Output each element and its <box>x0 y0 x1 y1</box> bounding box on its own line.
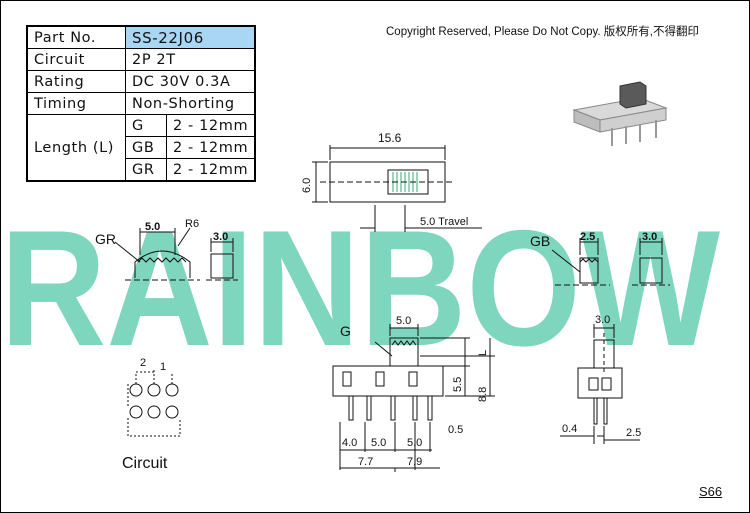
side-bottom-dim-1: 0.4 <box>562 423 577 435</box>
spec-row-circuit: Circuit 2P 2T <box>26 48 256 71</box>
front-bottom-dim-4: 0.5 <box>448 424 463 436</box>
spec-value-circuit: 2P 2T <box>125 48 256 71</box>
gr-width-dim: 5.0 <box>145 221 160 233</box>
gr-radius: R6 <box>185 218 199 230</box>
spec-value-rating: DC 30V 0.3A <box>125 70 256 93</box>
circuit-caption: Circuit <box>122 455 168 472</box>
spec-label-length: Length (L) <box>26 114 126 182</box>
top-height-dim: 6.0 <box>301 178 313 193</box>
spec-length-value-gr: 2 - 12mm <box>166 158 256 182</box>
circuit-pin-1: 1 <box>160 361 166 373</box>
front-bottom-dim-1: 4.0 <box>342 437 357 449</box>
spec-length-value-gb: 2 - 12mm <box>166 136 256 159</box>
front-dim-5-5: 5.5 <box>452 377 464 392</box>
spec-length-type-g: G <box>125 114 167 137</box>
front-view-drawing <box>332 324 495 472</box>
spec-label-timing: Timing <box>26 92 126 115</box>
spec-value-timing: Non-Shorting <box>125 92 256 115</box>
front-total-dim-2: 7.9 <box>407 456 422 468</box>
gb-label: GB <box>530 233 550 249</box>
top-width-dim: 15.6 <box>378 131 402 145</box>
spec-row-timing: Timing Non-Shorting <box>26 92 256 115</box>
gr-side-dim: 3.0 <box>213 231 228 243</box>
side-top-dim: 3.0 <box>595 314 610 326</box>
top-view-drawing <box>312 145 482 232</box>
spec-label-circuit: Circuit <box>26 48 126 71</box>
spec-label-part-no: Part No. <box>26 25 126 49</box>
gb-width-dim: 2.5 <box>580 231 595 243</box>
side-view-drawing <box>560 324 640 444</box>
spec-value-part-no: SS-22J06 <box>125 25 256 49</box>
circuit-diagram <box>127 368 181 437</box>
side-bottom-dim-2: 2.5 <box>626 427 641 439</box>
copyright-notice: Copyright Reserved, Please Do Not Copy. … <box>386 26 699 38</box>
page-code: S66 <box>699 484 723 499</box>
front-bottom-dim-3: 5.0 <box>407 437 422 449</box>
watermark-text: RAINBOW <box>0 196 720 380</box>
spec-length-type-gr: GR <box>125 158 167 182</box>
spec-row-length-gr: GR 2 - 12mm <box>27 158 256 182</box>
gr-actuator-drawing <box>114 227 238 281</box>
front-bottom-dim-2: 5.0 <box>371 437 386 449</box>
spec-row-length-g: Length (L) G 2 - 12mm <box>26 114 256 182</box>
spec-length-type-gb: GB <box>125 136 167 159</box>
front-dim-l: L <box>477 350 489 356</box>
spec-row-rating: Rating DC 30V 0.3A <box>26 70 256 93</box>
circuit-pin-2: 2 <box>140 357 146 369</box>
travel-dim: 5.0 Travel <box>420 216 468 228</box>
front-top-dim: 5.0 <box>396 315 411 327</box>
gb-actuator-drawing <box>551 238 670 286</box>
spec-row-length-gb: GB 2 - 12mm <box>27 136 256 159</box>
gb-side-dim: 3.0 <box>642 231 657 243</box>
front-g-label: G <box>340 323 351 339</box>
front-total-dim-1: 7.7 <box>358 456 373 468</box>
product-image <box>572 81 668 146</box>
spec-length-value-g: 2 - 12mm <box>166 114 256 137</box>
spec-table: Part No. SS-22J06 Circuit 2P 2T Rating D… <box>26 25 257 182</box>
spec-label-rating: Rating <box>26 70 126 93</box>
spec-row-part-no: Part No. SS-22J06 <box>26 25 256 49</box>
gr-label: GR <box>95 231 116 247</box>
front-dim-8-8: 8.8 <box>477 387 489 402</box>
